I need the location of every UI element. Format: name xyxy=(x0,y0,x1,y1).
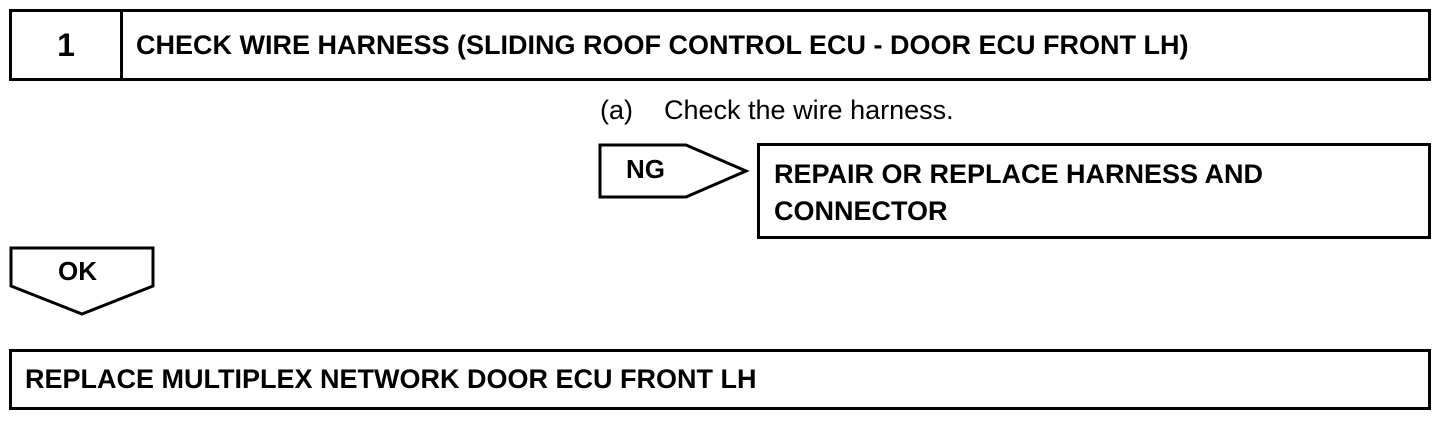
result-action-text: REPLACE MULTIPLEX NETWORK DOOR ECU FRONT… xyxy=(25,364,757,394)
instruction-text: Check the wire harness. xyxy=(664,95,954,125)
ng-action-line-2: CONNECTOR xyxy=(774,196,948,226)
ng-action-box: REPAIR OR REPLACE HARNESS AND CONNECTOR xyxy=(757,143,1431,239)
step-header-box: 1 CHECK WIRE HARNESS (SLIDING ROOF CONTR… xyxy=(9,9,1431,81)
instruction-label: (a) xyxy=(600,95,633,125)
step-title: CHECK WIRE HARNESS (SLIDING ROOF CONTROL… xyxy=(136,29,1189,60)
ng-action-text: REPAIR OR REPLACE HARNESS AND CONNECTOR xyxy=(774,156,1414,230)
step-number: 1 xyxy=(12,12,123,78)
ng-action-line-1: REPAIR OR REPLACE HARNESS AND xyxy=(774,159,1264,189)
ok-arrow-shape xyxy=(9,246,155,316)
ng-label: NG xyxy=(626,154,665,184)
ok-label: OK xyxy=(58,256,97,286)
ng-arrow-shape xyxy=(598,143,750,199)
result-action-box: REPLACE MULTIPLEX NETWORK DOOR ECU FRONT… xyxy=(9,349,1431,410)
